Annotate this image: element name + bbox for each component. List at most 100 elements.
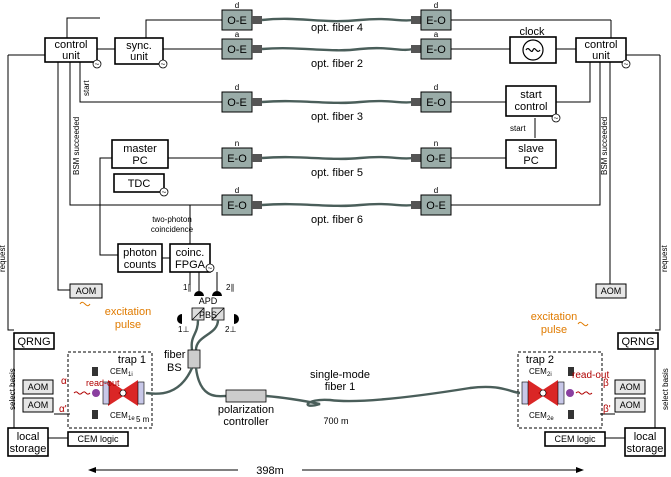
aom-beta-prime: AOM bbox=[614, 397, 646, 413]
dist-5m: 5 m bbox=[136, 415, 150, 424]
photon-counts: photon counts bbox=[117, 243, 163, 273]
svg-text:pulse: pulse bbox=[115, 319, 141, 331]
svg-text:slave: slave bbox=[518, 143, 544, 155]
distance-arrow: 398m bbox=[88, 465, 584, 477]
svg-text:coincidence: coincidence bbox=[151, 225, 194, 234]
converter-row3: O-E d E-O d opt. fiber 3 bbox=[221, 83, 452, 123]
svg-text:master: master bbox=[123, 143, 157, 155]
svg-text:AOM: AOM bbox=[28, 400, 49, 410]
start-label-left: start bbox=[82, 80, 91, 96]
master-pc: master PC bbox=[111, 139, 169, 169]
svg-text:QRNG: QRNG bbox=[622, 336, 655, 348]
aom-beta: AOM bbox=[614, 379, 646, 395]
svg-text:unit: unit bbox=[592, 50, 610, 62]
svg-text:d: d bbox=[235, 1, 239, 10]
fiber-5-label: opt. fiber 5 bbox=[311, 167, 363, 179]
local-storage-right: local storage bbox=[624, 427, 666, 457]
svg-text:~: ~ bbox=[95, 60, 100, 69]
svg-text:n: n bbox=[235, 139, 239, 148]
svg-text:1⊥: 1⊥ bbox=[178, 325, 189, 334]
svg-text:a: a bbox=[235, 30, 240, 39]
qrng-left: QRNG bbox=[13, 332, 55, 350]
svg-text:polarization: polarization bbox=[218, 404, 274, 416]
trap1-box bbox=[67, 351, 153, 429]
svg-text:d: d bbox=[434, 1, 438, 10]
svg-text:unit: unit bbox=[62, 50, 80, 62]
converter-eo-1: E-O bbox=[426, 15, 446, 27]
tdc: TDC ~ bbox=[113, 173, 169, 197]
clock: clock bbox=[509, 26, 557, 64]
select-basis-right: select basis bbox=[661, 368, 670, 410]
svg-text:fiber 1: fiber 1 bbox=[325, 381, 356, 393]
svg-text:AOM: AOM bbox=[620, 382, 641, 392]
svg-text:AOM: AOM bbox=[620, 400, 641, 410]
cem-1e: CEM bbox=[110, 411, 128, 420]
svg-text:~: ~ bbox=[208, 264, 213, 273]
cem-2e: CEM bbox=[529, 411, 547, 420]
svg-text:coinc.: coinc. bbox=[176, 247, 205, 259]
beta-prime: β' bbox=[603, 404, 611, 415]
control-unit-left: control unit ~ bbox=[44, 37, 102, 69]
svg-text:O-E: O-E bbox=[426, 153, 446, 165]
control-unit-right: control unit ~ bbox=[575, 37, 631, 69]
slave-pc: slave PC bbox=[505, 139, 557, 169]
svg-text:controller: controller bbox=[223, 416, 269, 428]
right-wires bbox=[451, 19, 661, 439]
svg-text:sync.: sync. bbox=[126, 40, 152, 52]
request-label-right: request bbox=[660, 245, 669, 272]
svg-text:unit: unit bbox=[130, 51, 148, 63]
polarization-controller bbox=[225, 389, 267, 403]
svg-text:d: d bbox=[434, 186, 438, 195]
single-mode-label: single-mode bbox=[310, 369, 370, 381]
svg-text:O-E: O-E bbox=[227, 44, 247, 56]
svg-text:a: a bbox=[434, 30, 439, 39]
alpha-prime: α' bbox=[59, 404, 67, 415]
cem-logic-left: CEM logic bbox=[67, 431, 129, 447]
svg-text:clock: clock bbox=[519, 26, 545, 38]
dist-700m: 700 m bbox=[323, 416, 348, 426]
svg-text:local: local bbox=[634, 431, 657, 443]
svg-text:BS: BS bbox=[167, 362, 182, 374]
svg-text:1e: 1e bbox=[128, 416, 135, 422]
svg-text:pulse: pulse bbox=[541, 324, 567, 336]
trap1-label: trap 1 bbox=[118, 354, 146, 366]
beta: β bbox=[603, 378, 609, 389]
svg-text:control: control bbox=[514, 101, 547, 113]
svg-text:control: control bbox=[54, 39, 87, 51]
excitation-label-left: excitation bbox=[105, 306, 151, 318]
svg-text:PBS: PBS bbox=[199, 310, 217, 320]
svg-text:2∥: 2∥ bbox=[226, 283, 234, 292]
alpha: α bbox=[61, 376, 67, 387]
svg-text:d: d bbox=[235, 83, 239, 92]
svg-text:CEM logic: CEM logic bbox=[554, 434, 596, 444]
aom-right: AOM bbox=[595, 283, 627, 299]
svg-text:APD: APD bbox=[199, 296, 218, 306]
svg-text:AOM: AOM bbox=[28, 382, 49, 392]
fiber-lines bbox=[261, 17, 414, 208]
aom-alpha: AOM bbox=[22, 379, 54, 395]
distance-total: 398m bbox=[256, 465, 284, 477]
trap2-box bbox=[517, 351, 603, 429]
svg-text:1∥: 1∥ bbox=[183, 283, 191, 292]
bsm-detectors: 1∥ 2∥ APD PBS 1⊥ 2⊥ bbox=[177, 272, 239, 334]
request-label-left: request bbox=[0, 245, 7, 272]
qrng-right: QRNG bbox=[617, 332, 659, 350]
svg-text:CEM logic: CEM logic bbox=[77, 434, 119, 444]
svg-text:PC: PC bbox=[132, 155, 147, 167]
fiber-6-label: opt. fiber 6 bbox=[311, 214, 363, 226]
svg-text:FPGA: FPGA bbox=[175, 259, 206, 271]
start-label-right: start bbox=[510, 124, 526, 133]
cem-1i: CEM bbox=[110, 367, 128, 376]
fiber-2-label: opt. fiber 2 bbox=[311, 58, 363, 70]
svg-text:E-O: E-O bbox=[227, 200, 247, 212]
svg-text:d: d bbox=[235, 186, 239, 195]
svg-text:2i: 2i bbox=[547, 372, 552, 378]
bsm-label-right: BSM succeeded bbox=[600, 117, 609, 175]
converter-row1: O-E d E-O d opt. fiber 4 bbox=[221, 1, 452, 34]
svg-text:QRNG: QRNG bbox=[18, 336, 51, 348]
cem-logic-right: CEM logic bbox=[544, 431, 606, 447]
svg-text:~: ~ bbox=[162, 188, 167, 197]
svg-text:storage: storage bbox=[10, 443, 47, 455]
svg-text:O-E: O-E bbox=[227, 97, 247, 109]
